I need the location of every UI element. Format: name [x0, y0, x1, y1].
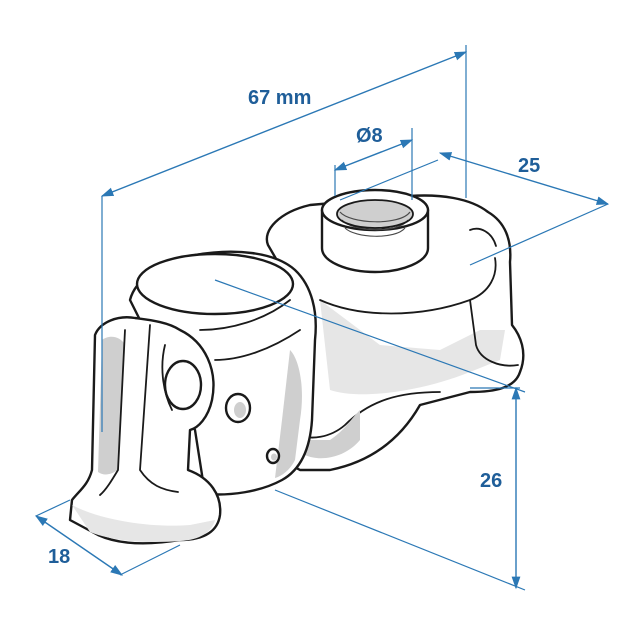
- clamp-part-illustration: [68, 188, 525, 545]
- dimension-depth: 25: [339, 152, 610, 266]
- dimension-bore: Ø8: [333, 125, 414, 200]
- dimension-width: 18: [34, 499, 181, 576]
- dimension-depth-label: 25: [518, 155, 540, 177]
- dimension-width-label: 18: [48, 546, 70, 568]
- threaded-bore: [320, 188, 430, 274]
- dimension-length: 67 mm: [100, 45, 468, 432]
- dimension-height: 26: [214, 279, 526, 591]
- dimension-height-label: 26: [480, 470, 502, 492]
- dimension-bore-label: Ø8: [356, 125, 383, 147]
- swivel-top: [135, 252, 295, 316]
- dimension-length-label: 67 mm: [248, 87, 311, 109]
